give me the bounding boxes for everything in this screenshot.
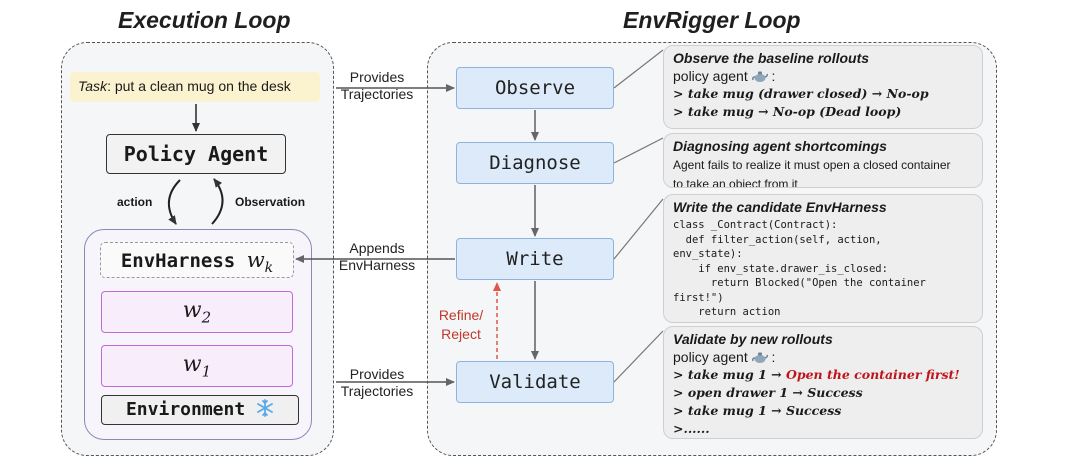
panel-validate-title: Validate by new rollouts [673,331,833,347]
task-text: : put a clean mug on the desk [107,78,291,94]
snowflake-icon [257,399,273,417]
panel-observe: Observe the baseline rollouts policy age… [663,45,983,129]
task-description: Task: put a clean mug on the desk [70,72,320,102]
environment-label: Environment [125,399,246,420]
panel-validate-line-1: > take mug 1 → Open the container first! [673,367,960,382]
panel-diagnose: Diagnosing agent shortcomings Agent fail… [663,133,983,188]
panel-observe-title: Observe the baseline rollouts [673,50,870,66]
panel-validate-line-4: >...... [673,421,710,436]
refine-reject-label: Refine/Reject [438,307,484,342]
panel-write-code: class _Contract(Contract): def filter_ac… [673,219,926,318]
harness-w2-box: w2 [101,291,293,333]
panel-write-title: Write the candidate EnvHarness [673,199,887,215]
panel-diagnose-title: Diagnosing agent shortcomings [673,138,887,154]
panel-diagnose-line-2: to take an object from it [673,177,798,188]
envrigger-loop-title: EnvRigger Loop [623,7,801,33]
execution-loop-title: Execution Loop [118,7,291,33]
panel-observe-line-2: > take mug → No-op (Dead loop) [673,104,902,119]
panel-observe-agent: policy agent : [673,68,776,84]
stage-validate: Validate [456,361,614,403]
stage-write: Write [456,238,614,280]
envharness-box: EnvHarness wk [100,242,294,278]
observation-label: Observation [235,195,306,209]
policy-agent-box: Policy Agent [106,134,286,174]
teapot-icon [751,352,768,363]
harness-w1-box: w1 [101,345,293,387]
arrow-observation [211,178,224,225]
stage-observe: Observe [456,67,614,109]
arrow-action [168,179,181,225]
envharness-label: EnvHarness [120,250,236,272]
task-prefix: Task [78,78,108,94]
panel-validate-line-3: > take mug 1 → Success [673,403,842,418]
envharness-weight: wk [246,248,274,277]
link-diagnose-panel [613,137,664,164]
panel-write: Write the candidate EnvHarness class _Co… [663,194,983,323]
panel-diagnose-line-1: Agent fails to realize it must open a cl… [673,158,951,172]
panel-observe-line-1: > take mug (drawer closed) → No-op [673,86,929,101]
action-label: action [117,195,153,209]
panel-validate-agent: policy agent : [673,349,776,365]
stage-diagnose: Diagnose [456,142,614,184]
teapot-icon [751,71,768,82]
panel-validate-line-2: > open drawer 1 → Success [673,385,863,400]
link-validate-panel [613,330,664,383]
link-observe-panel [613,49,664,89]
panel-validate-highlight: Open the container first! [785,367,960,382]
link-write-panel [613,198,664,260]
panel-validate: Validate by new rollouts policy agent : … [663,326,983,439]
environment-box: Environment [101,395,299,425]
